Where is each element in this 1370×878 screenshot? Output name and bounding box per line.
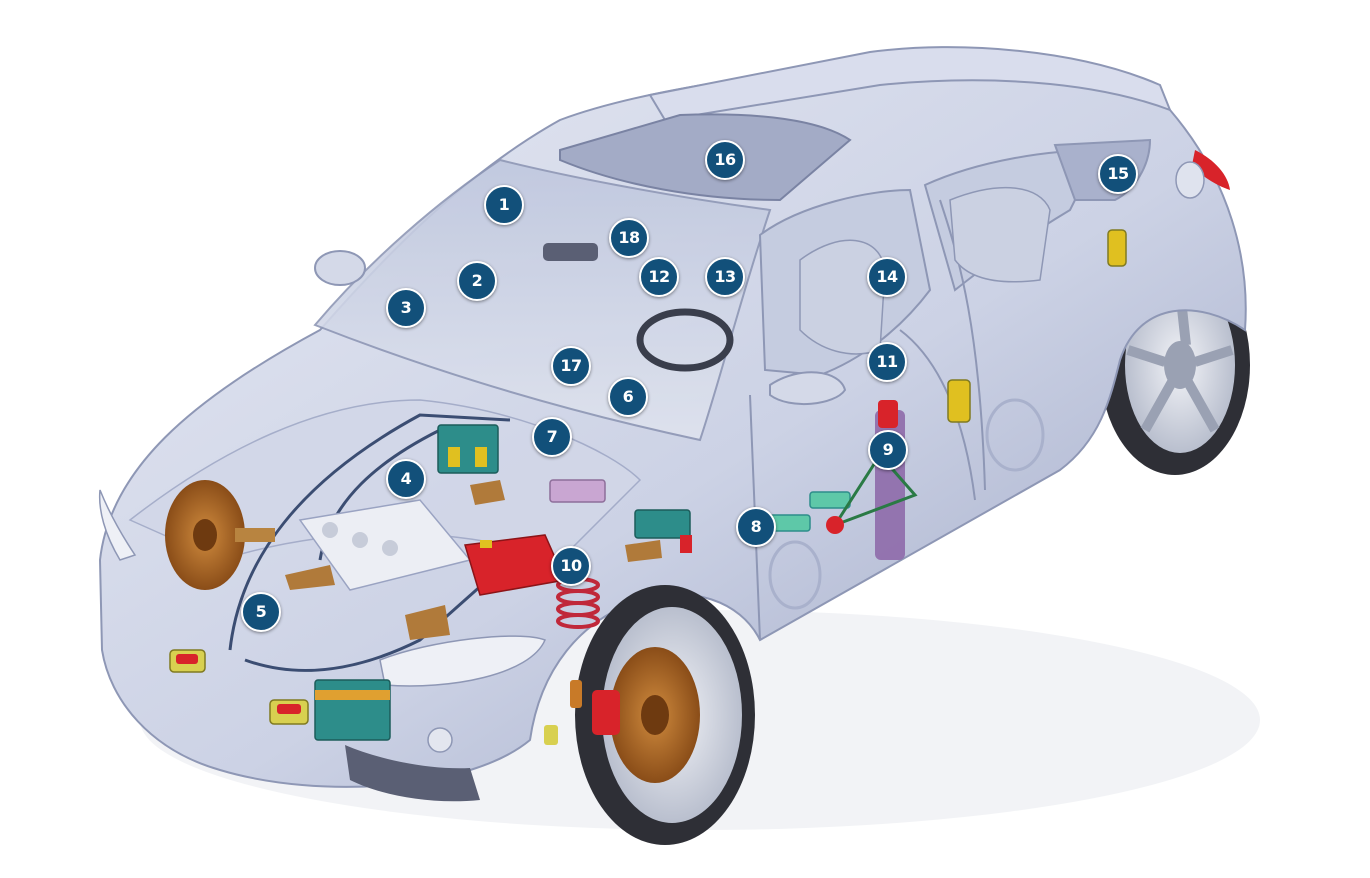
callout-number: 2 [471,271,483,290]
callout-number: 9 [882,440,894,459]
callout-number: 7 [546,427,558,446]
callout-number: 8 [750,517,762,536]
callout-number: 3 [400,298,412,317]
callout-16[interactable]: 16 [705,140,745,180]
callout-14[interactable]: 14 [867,257,907,297]
callout-number: 15 [1107,164,1129,183]
door-speaker [985,398,1045,472]
front-radar-module [314,679,391,741]
connector-d [625,540,662,562]
callout-number: 14 [876,267,898,286]
callout-number: 16 [714,150,736,169]
callout-number: 4 [400,469,412,488]
steering-wheel [636,308,734,372]
door-module-rear [1107,229,1127,267]
callout-number: 10 [560,556,582,575]
rearview-mirror [543,243,598,261]
engine-block [298,499,472,591]
callout-18[interactable]: 18 [609,218,649,258]
tail-light [1192,150,1230,190]
callout-7[interactable]: 7 [532,417,572,457]
small-module [544,725,558,745]
callout-5[interactable]: 5 [241,592,281,632]
front-seat [799,239,886,355]
callout-17[interactable]: 17 [551,346,591,386]
front-left-brake [165,480,275,590]
callout-9[interactable]: 9 [868,430,908,470]
callout-number: 13 [714,267,736,286]
fuel-cap [1175,161,1205,199]
headlight [379,635,546,687]
callout-number: 6 [622,387,634,406]
front-right-wheel [575,585,755,845]
right-mirror [769,371,847,406]
connector-a [285,565,335,590]
left-headlight [98,489,137,561]
callout-10[interactable]: 10 [551,546,591,586]
callout-number: 1 [498,195,510,214]
callout-number: 18 [618,228,640,247]
front-door-speaker [768,540,822,610]
callout-12[interactable]: 12 [639,257,679,297]
callout-number: 17 [560,356,582,375]
callout-6[interactable]: 6 [608,377,648,417]
left-mirror [314,250,366,286]
rear-seat [949,186,1051,283]
callout-13[interactable]: 13 [705,257,745,297]
callout-number: 12 [648,267,670,286]
door-line-rear [939,199,986,491]
connector-c [405,605,450,640]
callout-15[interactable]: 15 [1098,154,1138,194]
callout-4[interactable]: 4 [386,459,426,499]
connector-b [470,480,505,505]
fog-light [427,727,453,753]
ecu-module-center [549,479,606,503]
callout-11[interactable]: 11 [867,342,907,382]
roof-rail [648,46,1172,122]
floor-modules [769,491,851,532]
wheel-sensor [570,680,582,708]
callout-8[interactable]: 8 [736,507,776,547]
callout-3[interactable]: 3 [386,288,426,328]
ecu-module-floor [634,509,691,539]
windshield [313,158,772,442]
ecu-module-top [437,424,499,474]
callout-number: 11 [876,352,898,371]
brake-caliper [592,690,620,735]
callout-2[interactable]: 2 [457,261,497,301]
front-grille [345,745,480,802]
callout-1[interactable]: 1 [484,185,524,225]
door-module-front [947,379,971,423]
callout-number: 5 [255,602,267,621]
